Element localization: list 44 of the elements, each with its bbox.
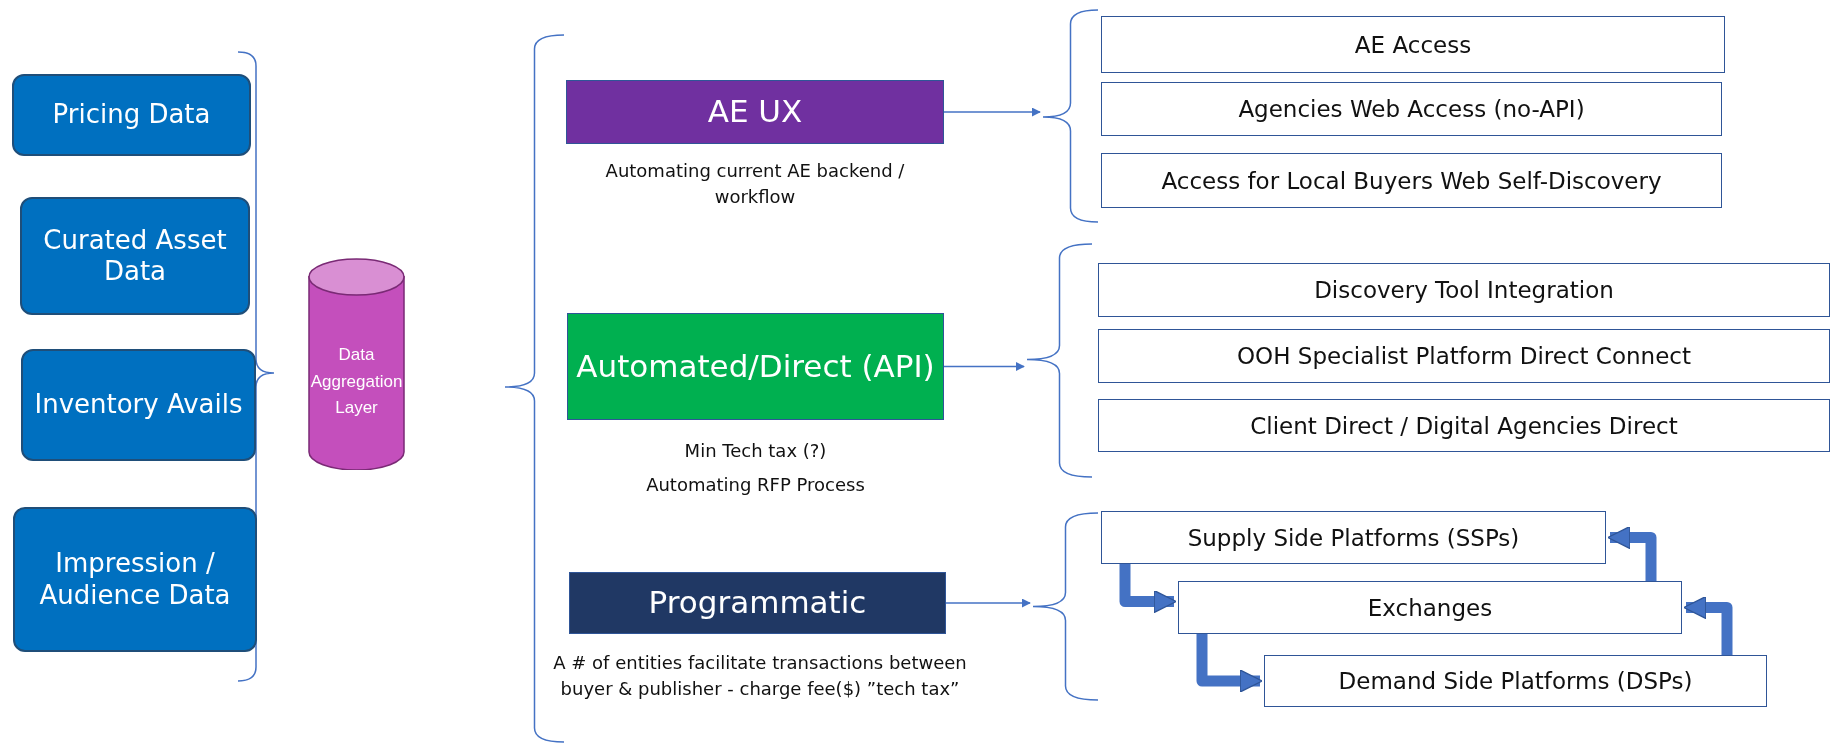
option-box [1098, 329, 1830, 383]
data-source-box [12, 74, 251, 156]
node-label: Agencies Web Access (no-API) [1238, 96, 1585, 122]
option-box [1178, 581, 1682, 634]
description-text: Automating current AE backend / workflow [604, 159, 906, 210]
description-text: Min Tech tax (?) [683, 439, 828, 463]
channel-box [566, 80, 944, 144]
channel-box [569, 572, 946, 634]
option-box [1101, 82, 1722, 136]
node-label: Data Aggregation Layer [309, 344, 404, 420]
bent-block-arrow [1119, 564, 1177, 614]
channel-box [567, 313, 944, 420]
node-label: Inventory Avails [34, 389, 243, 421]
data-source-box [21, 349, 256, 461]
arrow [943, 107, 1041, 117]
bent-block-arrow [1683, 595, 1733, 655]
option-box [1101, 511, 1606, 564]
option-box [1101, 153, 1722, 208]
option-box [1101, 16, 1725, 73]
node-label: Impression / Audience Data [38, 548, 232, 611]
node-label: Exchanges [1367, 594, 1493, 621]
node-label: Curated Asset Data [42, 224, 228, 288]
bent-block-arrow [1607, 525, 1657, 581]
option-box [1264, 655, 1767, 707]
node-label: Automated/Direct (API) [576, 347, 935, 386]
description-text: Automating RFP Process [645, 473, 866, 497]
node-label: OOH Specialist Platform Direct Connect [1237, 343, 1691, 369]
option-box [1098, 263, 1830, 317]
description-text: A # of entities facilitate transactions between buyer & publisher - charge fee($) ”tech tax” [552, 651, 968, 702]
node-label: AE Access [1354, 31, 1472, 58]
arrow [943, 362, 1025, 371]
arrow [945, 598, 1031, 608]
bent-block-arrow [1196, 634, 1263, 693]
node-label: Client Direct / Digital Agencies Direct [1250, 412, 1678, 439]
option-box [1098, 399, 1830, 452]
node-label: Pricing Data [52, 99, 211, 131]
data-source-box [13, 507, 257, 652]
node-label: Access for Local Buyers Web Self-Discovery [1161, 167, 1662, 194]
node-label: Programmatic [648, 584, 867, 622]
data-source-box [20, 197, 250, 315]
node-label: AE UX [707, 93, 803, 131]
node-label: Supply Side Platforms (SSPs) [1187, 524, 1520, 551]
node-label: Demand Side Platforms (DSPs) [1338, 668, 1693, 694]
node-label: Discovery Tool Integration [1314, 277, 1614, 303]
